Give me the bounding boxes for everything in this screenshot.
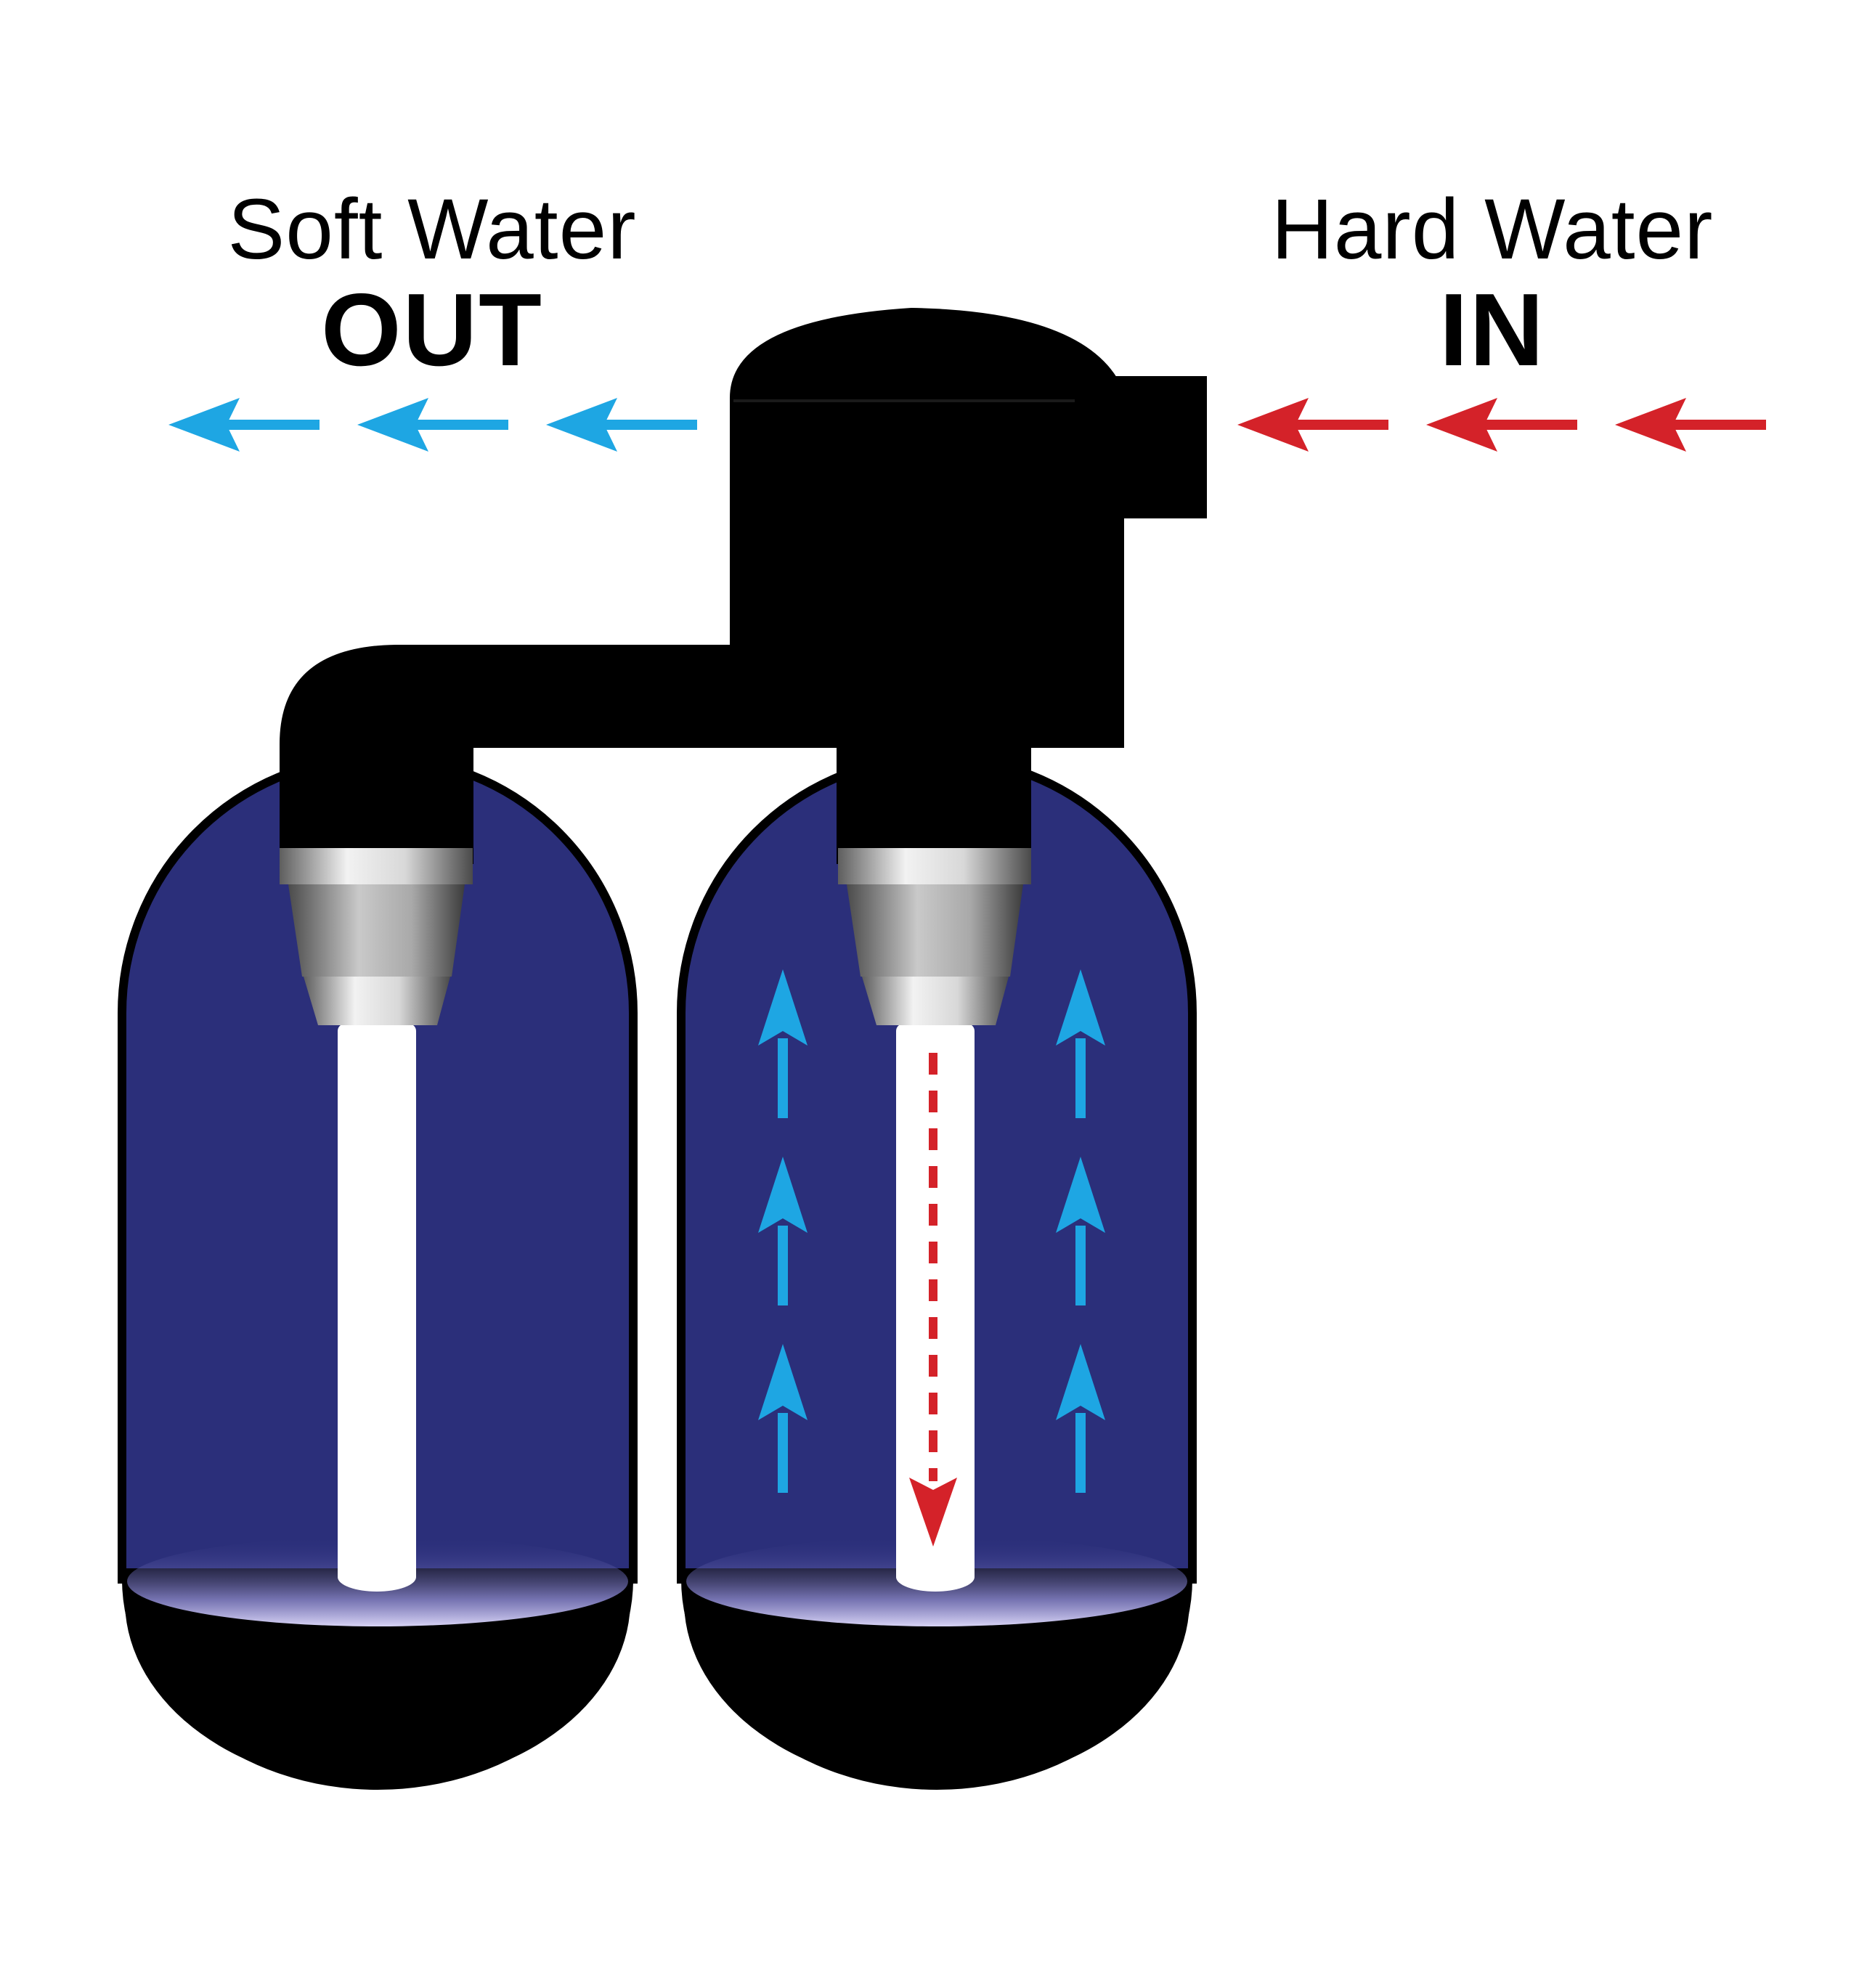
right-riser-tube (896, 1024, 975, 1583)
control-head (730, 398, 1124, 748)
upflow-arrows (758, 969, 1105, 1493)
control-head-dome (730, 308, 1117, 398)
inlet-port (1111, 376, 1207, 518)
arrow-up-icon (1056, 969, 1105, 1118)
arrow-left-icon (1426, 398, 1577, 452)
dashed-arrow-down-icon (909, 1053, 957, 1547)
arrow-up-icon (758, 1344, 808, 1493)
arrow-left-icon (1615, 398, 1766, 452)
control-valve (280, 308, 1207, 864)
hard-water-in-label: Hard Water IN (1205, 183, 1779, 385)
arrow-left-icon (168, 398, 320, 452)
arrow-left-icon (1237, 398, 1388, 452)
arrow-up-icon (1056, 1157, 1105, 1305)
out-text: OUT (321, 272, 543, 388)
left-collar (280, 848, 473, 1025)
left-tank (118, 753, 638, 1790)
soft-water-out-label: Soft Water OUT (145, 183, 719, 385)
right-tank-base-dome (684, 1597, 1189, 1788)
in-text: IN (1439, 272, 1545, 388)
arrow-up-icon (758, 1157, 808, 1305)
hard-water-text: Hard Water (1271, 182, 1714, 277)
right-down-pipe (837, 726, 1031, 864)
arrow-left-icon (546, 398, 697, 452)
left-riser-tube (338, 1024, 416, 1583)
crossover-pipe (280, 645, 730, 864)
left-tank-base-dome (125, 1597, 630, 1788)
arrow-up-icon (758, 969, 808, 1118)
soft-water-flow (168, 398, 697, 452)
right-collar (838, 848, 1031, 1025)
hard-water-flow (1237, 398, 1766, 452)
soft-water-text: Soft Water (227, 182, 637, 277)
arrow-up-icon (1056, 1344, 1105, 1493)
arrow-left-icon (357, 398, 508, 452)
